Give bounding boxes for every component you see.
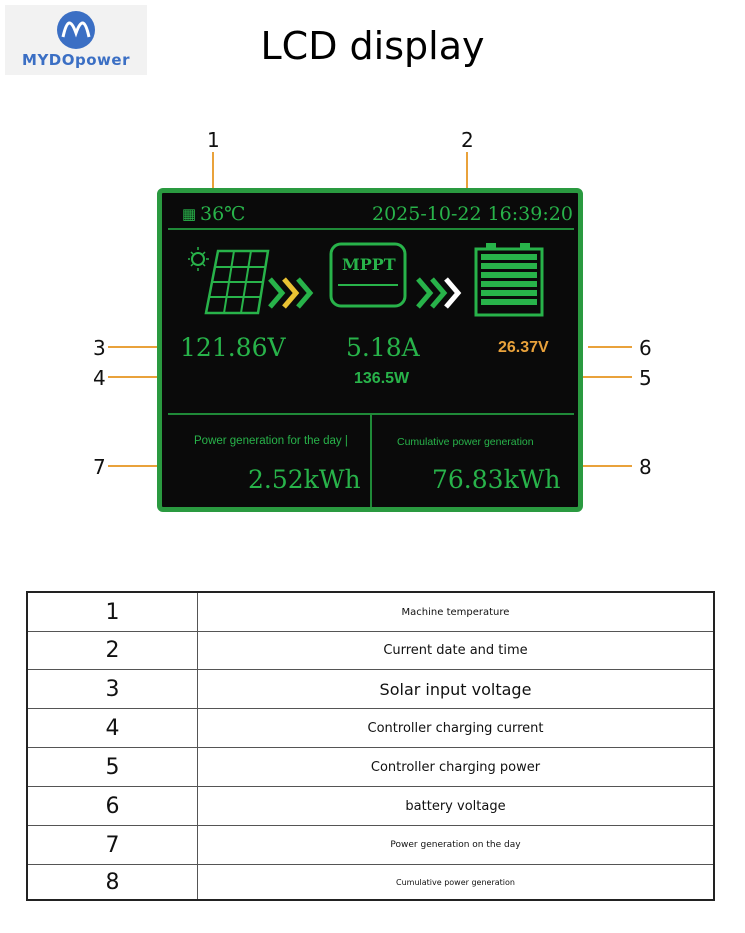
- callout-6: 6: [639, 336, 652, 360]
- mppt-label: MPPT: [342, 255, 396, 274]
- mppt-controller-icon: [329, 242, 407, 308]
- row-number: 5: [28, 748, 198, 786]
- row-description: Machine temperature: [401, 606, 510, 618]
- flow-arrows-right-icon: [416, 277, 462, 309]
- bottom-divider: [370, 413, 372, 507]
- day-generation-value: 2.52kWh: [248, 465, 361, 494]
- row-description: Cumulative power generation: [396, 877, 515, 887]
- callout-3: 3: [93, 336, 106, 360]
- charge-power-reading: 136.5W: [354, 370, 410, 387]
- callout-line-1: [212, 152, 214, 198]
- callout-8: 8: [639, 455, 652, 479]
- row-number: 4: [28, 709, 198, 747]
- row-description: Controller charging power: [370, 759, 541, 775]
- row-number: 1: [28, 593, 198, 631]
- callout-4: 4: [93, 366, 106, 390]
- table-row: 5 Controller charging power: [28, 748, 713, 787]
- row-number: 7: [28, 826, 198, 864]
- datetime-reading: 2025-10-22 16:39:20: [372, 203, 573, 225]
- table-row: 8 Cumulative power generation: [28, 865, 713, 899]
- table-row: 7 Power generation on the day: [28, 826, 713, 865]
- row-number: 6: [28, 787, 198, 825]
- flow-arrows-left-icon: [268, 277, 314, 309]
- battery-voltage-reading: 26.37V: [498, 339, 549, 356]
- page-title: LCD display: [260, 24, 485, 68]
- day-generation-label: Power generation for the day |: [194, 435, 348, 447]
- table-row: 1 Machine temperature: [28, 593, 713, 632]
- lcd-screen: ▦ 36℃ 2025-10-22 16:39:20 MPPT: [157, 188, 583, 512]
- thermometer-icon: ▦: [182, 206, 197, 223]
- row-description: Solar input voltage: [379, 679, 532, 699]
- legend-table: 1 Machine temperature 2 Current date and…: [26, 591, 715, 901]
- row-description: Controller charging current: [367, 720, 544, 736]
- logo-text: MYDOpower: [22, 51, 130, 69]
- battery-icon: [474, 243, 544, 317]
- row-number: 2: [28, 631, 198, 669]
- callout-line-3: [108, 346, 180, 348]
- table-row: 3 Solar input voltage: [28, 670, 713, 709]
- callout-2: 2: [461, 128, 474, 152]
- row-number: 3: [28, 670, 198, 708]
- row-number: 8: [28, 865, 198, 899]
- table-row: 4 Controller charging current: [28, 709, 713, 748]
- temperature-reading: 36℃: [200, 203, 246, 225]
- callout-5: 5: [639, 366, 652, 390]
- callout-line-8: [558, 465, 632, 467]
- solar-panel-icon: [188, 247, 270, 315]
- row-description: Power generation on the day: [390, 840, 521, 850]
- charge-current-reading: 5.18A: [346, 333, 420, 362]
- callout-line-6: [588, 346, 632, 348]
- table-row: 2 Current date and time: [28, 631, 713, 670]
- top-divider: [168, 228, 574, 230]
- logo-wave-icon: [57, 11, 95, 49]
- callout-line-7: [108, 465, 180, 467]
- callout-7: 7: [93, 455, 106, 479]
- cumulative-generation-value: 76.83kWh: [432, 465, 561, 494]
- row-description: Current date and time: [383, 642, 528, 658]
- solar-voltage-reading: 121.86V: [180, 333, 286, 362]
- table-row: 6 battery voltage: [28, 787, 713, 826]
- cumulative-generation-label: Cumulative power generation: [397, 436, 534, 448]
- callout-line-2: [466, 152, 468, 198]
- callout-1: 1: [207, 128, 220, 152]
- brand-logo: MYDOpower: [5, 5, 147, 75]
- row-description: battery voltage: [405, 798, 506, 814]
